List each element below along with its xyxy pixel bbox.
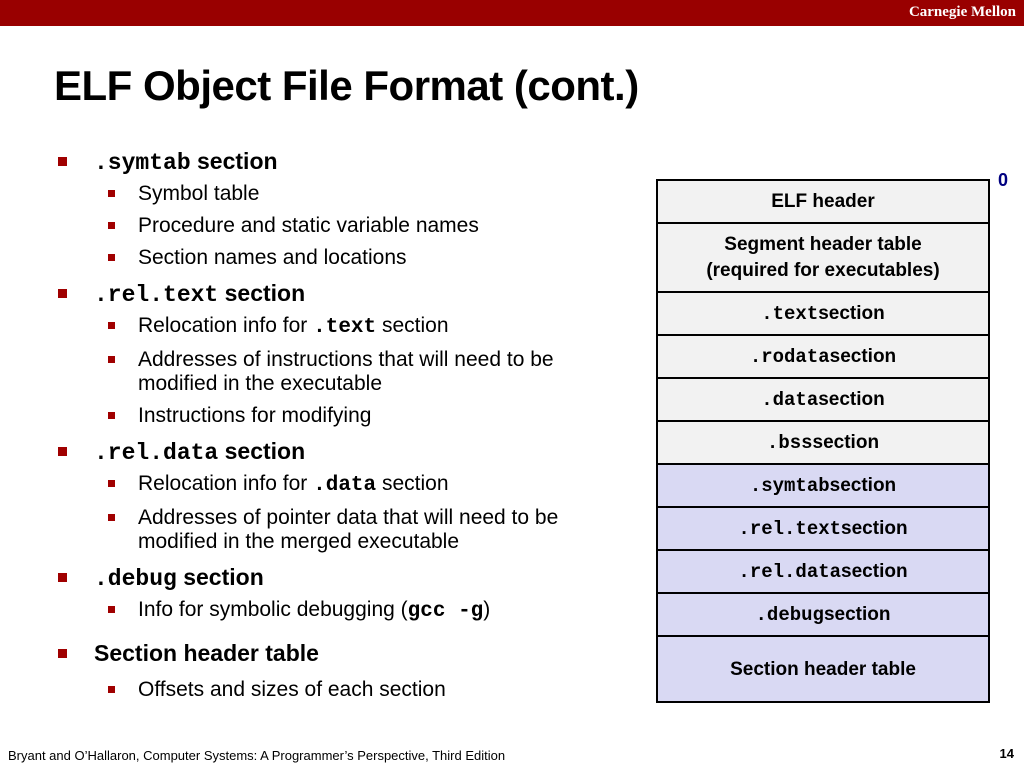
sub-bullet-text: Addresses of instructions that will need…: [138, 348, 554, 395]
bullet-square-icon: [58, 289, 67, 298]
sub-bullet-code: .text: [313, 316, 377, 339]
sub-bullet: Relocation info for .text section: [56, 314, 636, 340]
diagram-cell-bss: .bss section: [656, 420, 990, 463]
diagram-cell-rel-text: .rel.text section: [656, 506, 990, 549]
sub-bullet-post: ): [483, 598, 491, 621]
sub-bullet-text: Info for symbolic debugging (gcc -g): [138, 598, 636, 624]
sub-bullet-code: gcc -g: [407, 600, 484, 623]
diagram-cell-rel-data: .rel.data section: [656, 549, 990, 592]
bullet-code: .debug: [94, 566, 177, 592]
cell-label: section: [829, 345, 897, 367]
diagram-cell-debug: .debug section: [656, 592, 990, 635]
bullet-code: .symtab: [94, 150, 191, 176]
diagram-cell-symtab: .symtab section: [656, 463, 990, 506]
cell-code: .text: [761, 302, 819, 325]
sub-bullet-text: Procedure and static variable names: [138, 214, 479, 237]
cell-code: .rel.text: [738, 517, 842, 540]
sub-bullet-text: Relocation info for .data section: [138, 472, 636, 498]
sub-bullet-pre: Relocation info for: [138, 472, 314, 495]
sub-bullet: Offsets and sizes of each section: [56, 678, 636, 702]
bullet-square-icon: [58, 447, 67, 456]
sub-bullet: Instructions for modifying: [56, 404, 636, 428]
cell-code: .symtab: [749, 474, 830, 497]
cell-label: section: [818, 388, 885, 410]
diagram-cell-elf-header: ELF header: [656, 179, 990, 222]
bullet-text: section: [218, 438, 306, 464]
bullet-code: .rel.data: [94, 440, 219, 466]
page-number: 14: [999, 746, 1014, 761]
footer-citation: Bryant and O’Hallaron, Computer Systems:…: [8, 748, 506, 763]
bullet-square-icon: [108, 356, 115, 363]
sub-bullet-post: section: [376, 314, 449, 337]
bullet-square-icon: [58, 573, 67, 582]
bullet-square-icon: [108, 514, 115, 521]
diagram-cell-text: .text section: [656, 291, 990, 334]
sub-bullet: Relocation info for .data section: [56, 472, 636, 498]
header-bar: Carnegie Mellon: [0, 0, 1024, 26]
bullet-text: section: [218, 280, 306, 306]
cell-label: ELF header: [771, 190, 875, 212]
offset-zero-label: 0: [998, 170, 1009, 190]
bullet-square-icon: [58, 649, 67, 658]
bullet-rel-text: .rel.text section: [56, 278, 636, 310]
bullet-square-icon: [108, 322, 115, 329]
cell-code: .data: [761, 388, 819, 411]
bullet-section-header-table: Section header table: [56, 638, 636, 668]
cell-label: section: [841, 560, 908, 582]
sub-bullet: Addresses of instructions that will need…: [56, 348, 636, 396]
diagram-cell-section-header-table: Section header table: [656, 635, 990, 703]
bullet-square-icon: [108, 686, 115, 693]
bullet-square-icon: [108, 190, 115, 197]
sub-bullet-pre: Relocation info for: [138, 314, 314, 337]
cell-code: .bss: [766, 431, 813, 454]
cell-label: Segment header table: [724, 233, 922, 255]
bullet-text: section: [190, 148, 278, 174]
cell-label: section: [823, 603, 891, 625]
bullet-square-icon: [58, 157, 67, 166]
cell-label: (required for executables): [706, 259, 940, 281]
bullet-symtab: .symtab section: [56, 146, 636, 178]
cell-label: section: [812, 431, 880, 453]
diagram-cell-segment-header-table: Segment header table (required for execut…: [656, 222, 990, 291]
diagram-cell-data: .data section: [656, 377, 990, 420]
sub-bullet-code: .data: [313, 474, 377, 497]
bullet-square-icon: [108, 254, 115, 261]
bullet-square-icon: [108, 412, 115, 419]
sub-bullet: Info for symbolic debugging (gcc -g): [56, 598, 636, 624]
sub-bullet-text: Instructions for modifying: [138, 404, 372, 427]
cell-code: .debug: [755, 603, 824, 626]
sub-bullet: Addresses of pointer data that will need…: [56, 506, 636, 554]
sub-bullet-pre: Info for symbolic debugging (: [138, 598, 408, 621]
cell-label: Section header table: [730, 659, 916, 680]
cell-code: .rodata: [749, 345, 830, 368]
cell-code: .rel.data: [738, 560, 842, 583]
bullet-debug: .debug section: [56, 562, 636, 594]
sub-bullet-text: Symbol table: [138, 182, 260, 205]
sub-bullet: Symbol table: [56, 182, 636, 206]
bullet-square-icon: [108, 480, 115, 487]
sub-bullet-text: Offsets and sizes of each section: [138, 678, 446, 701]
bullet-code: .rel.text: [94, 282, 219, 308]
sub-bullet-text: Addresses of pointer data that will need…: [138, 506, 559, 553]
sub-bullet: Procedure and static variable names: [56, 214, 636, 238]
bullet-rel-data: .rel.data section: [56, 436, 636, 468]
sub-bullet-text: Section names and locations: [138, 246, 407, 269]
sub-bullet-text: Relocation info for .text section: [138, 314, 636, 340]
cell-label: section: [818, 302, 885, 324]
bullet-text: section: [176, 564, 264, 590]
elf-layout-diagram: ELF header Segment header table (required…: [656, 179, 990, 703]
bullet-square-icon: [108, 222, 115, 229]
sub-bullet: Section names and locations: [56, 246, 636, 270]
cell-label: section: [841, 517, 908, 539]
bullet-text: Section header table: [94, 640, 319, 666]
cell-label: section: [829, 474, 897, 496]
bullet-square-icon: [108, 606, 115, 613]
sub-bullet-post: section: [376, 472, 449, 495]
slide-title: ELF Object File Format (cont.): [54, 62, 639, 109]
org-name: Carnegie Mellon: [908, 4, 1016, 20]
bullet-list: .symtab section Symbol table Procedure a…: [56, 146, 636, 710]
diagram-cell-rodata: .rodata section: [656, 334, 990, 377]
